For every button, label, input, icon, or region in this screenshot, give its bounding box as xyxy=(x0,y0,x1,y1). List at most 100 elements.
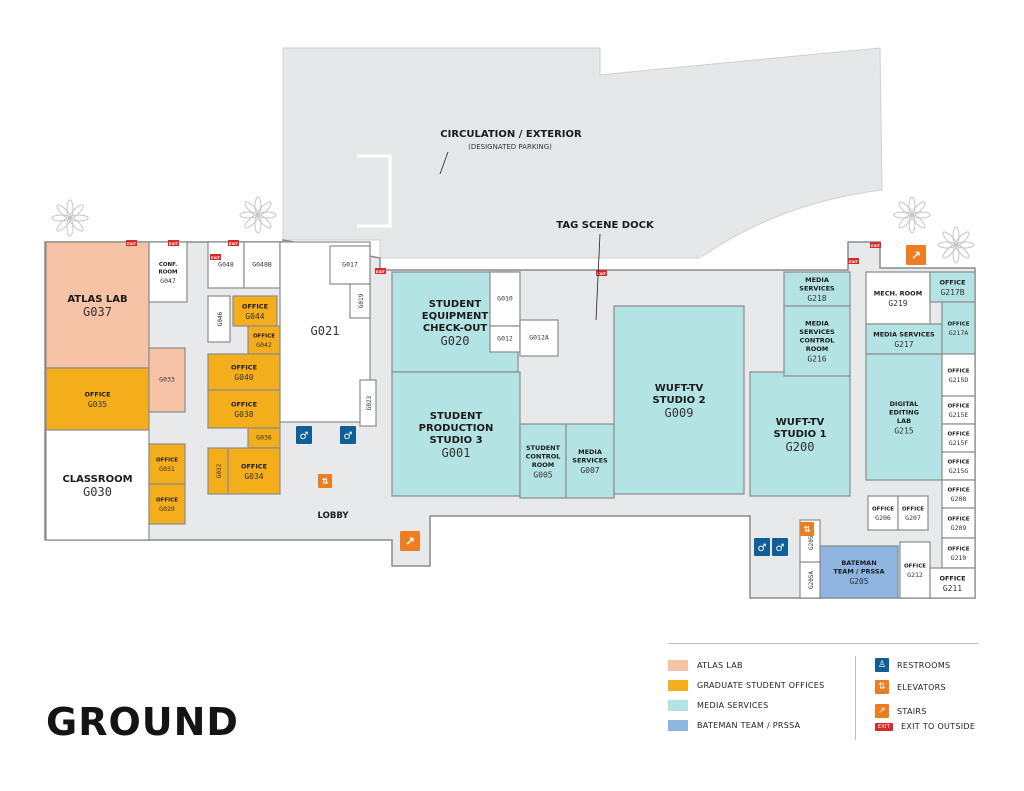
room-number: G208 xyxy=(951,495,967,503)
exit-icon: EXIT xyxy=(875,722,893,731)
room-g031 xyxy=(148,443,186,485)
restroom-icon xyxy=(772,538,788,556)
leader-line xyxy=(439,151,449,175)
room-g034 xyxy=(227,447,281,495)
exit-marker xyxy=(210,254,221,260)
room-name: OFFICE xyxy=(947,322,969,328)
room-number: G017 xyxy=(342,260,358,268)
room-number: G209 xyxy=(951,524,967,532)
restroom-glyph: ♂ xyxy=(758,543,767,554)
room-g205 xyxy=(819,545,899,599)
room-name: OFFICE xyxy=(156,498,178,504)
palm-tree-icon xyxy=(955,231,970,246)
room-name: OFFICE xyxy=(904,564,926,570)
atlas-swatch xyxy=(668,660,688,671)
restroom-icon xyxy=(296,426,312,444)
room-g215 xyxy=(865,353,943,481)
room-number: G219 xyxy=(888,299,907,308)
room-name: OFFICE xyxy=(947,517,969,523)
leader-line xyxy=(595,233,601,321)
room-g215f xyxy=(941,423,976,453)
room-g047 xyxy=(148,241,188,303)
room-number: G211 xyxy=(943,584,962,593)
legend-item-media: MEDIA SERVICES xyxy=(668,700,769,711)
room-name: OFFICE xyxy=(947,369,969,375)
room-name: MEDIA xyxy=(805,320,829,328)
room-name: OFFICE xyxy=(939,278,965,286)
exit-label: EXIT xyxy=(229,242,239,246)
restroom-icon xyxy=(754,538,770,556)
room-g030 xyxy=(45,429,150,541)
room-number: G040 xyxy=(234,373,253,382)
room-number: G217B xyxy=(940,288,964,297)
room-g040 xyxy=(207,353,281,391)
room-number: G009 xyxy=(665,406,694,420)
room-number: G215G xyxy=(949,467,969,475)
room-number: G215D xyxy=(949,376,969,384)
room-name: EQUIPMENT xyxy=(422,311,489,322)
circulation-label: CIRCULATION / EXTERIOR xyxy=(440,129,582,140)
room-name: OFFICE xyxy=(231,400,257,408)
room-g023 xyxy=(359,379,377,427)
room-g010 xyxy=(489,271,521,327)
room-number: G047 xyxy=(160,277,176,285)
room-name: CONF. xyxy=(159,262,177,268)
map-legend: ATLAS LAB GRADUATE STUDENT OFFICES MEDIA… xyxy=(668,643,978,744)
room-number: G046 xyxy=(217,311,224,326)
grad-swatch xyxy=(668,680,688,691)
room-name: MECH. ROOM xyxy=(874,289,922,297)
room-g009 xyxy=(613,305,745,495)
room-name: STUDIO 2 xyxy=(652,395,705,406)
palm-tree-icon xyxy=(69,204,84,219)
room-g019 xyxy=(349,283,371,319)
room-number: G033 xyxy=(159,375,175,383)
room-name: OFFICE xyxy=(84,390,110,398)
exit-marker xyxy=(375,268,386,274)
room-name: SERVICES xyxy=(799,328,835,336)
exit-marker xyxy=(126,240,137,246)
room-g207 xyxy=(897,495,929,531)
room-number: G021 xyxy=(311,324,340,338)
room-g048b xyxy=(243,241,281,289)
elevator-icon xyxy=(318,474,332,488)
exit-label: EXIT xyxy=(169,242,179,246)
room-name: OFFICE xyxy=(231,363,257,371)
legend-divider xyxy=(855,656,856,740)
room-name: ATLAS LAB xyxy=(67,294,127,305)
room-number: G010 xyxy=(497,294,513,302)
room-number: G005 xyxy=(533,470,552,479)
stairs-icon: ↗ xyxy=(875,704,889,718)
room-name: OFFICE xyxy=(947,404,969,410)
room-name: TEAM / PRSSA xyxy=(833,568,884,576)
exit-marker xyxy=(168,240,179,246)
room-g216 xyxy=(783,305,851,377)
room-g001 xyxy=(391,371,521,497)
room-number: G007 xyxy=(580,466,599,475)
room-number: G207 xyxy=(905,514,921,522)
room-name: OFFICE xyxy=(947,460,969,466)
room-number: G020 xyxy=(441,334,470,348)
room-number: G205A xyxy=(808,571,815,589)
legend-item-stairs: ↗ STAIRS xyxy=(875,704,927,718)
restroom-icon xyxy=(340,426,356,444)
parking-curb xyxy=(357,154,392,228)
room-number: G042 xyxy=(256,341,272,349)
legend-label: RESTROOMS xyxy=(897,660,951,670)
room-name: LAB xyxy=(897,417,911,425)
room-name: STUDENT xyxy=(430,411,483,422)
legend-item-grad: GRADUATE STUDENT OFFICES xyxy=(668,680,825,691)
room-name: MEDIA SERVICES xyxy=(873,330,935,338)
legend-label: ELEVATORS xyxy=(897,682,946,692)
room-g215e xyxy=(941,395,976,425)
room-number: G217 xyxy=(894,340,913,349)
room-name: OFFICE xyxy=(156,458,178,464)
room-name: EDITING xyxy=(889,408,919,416)
parking-label: (DESIGNATED PARKING) xyxy=(468,143,552,151)
room-g033 xyxy=(148,347,186,413)
room-name: WUFT-TV xyxy=(655,383,704,394)
room-name: CHECK-OUT xyxy=(423,323,488,334)
room-name: BATEMAN xyxy=(841,559,876,567)
room-number: G037 xyxy=(83,305,112,319)
legend-label: GRADUATE STUDENT OFFICES xyxy=(697,681,825,690)
